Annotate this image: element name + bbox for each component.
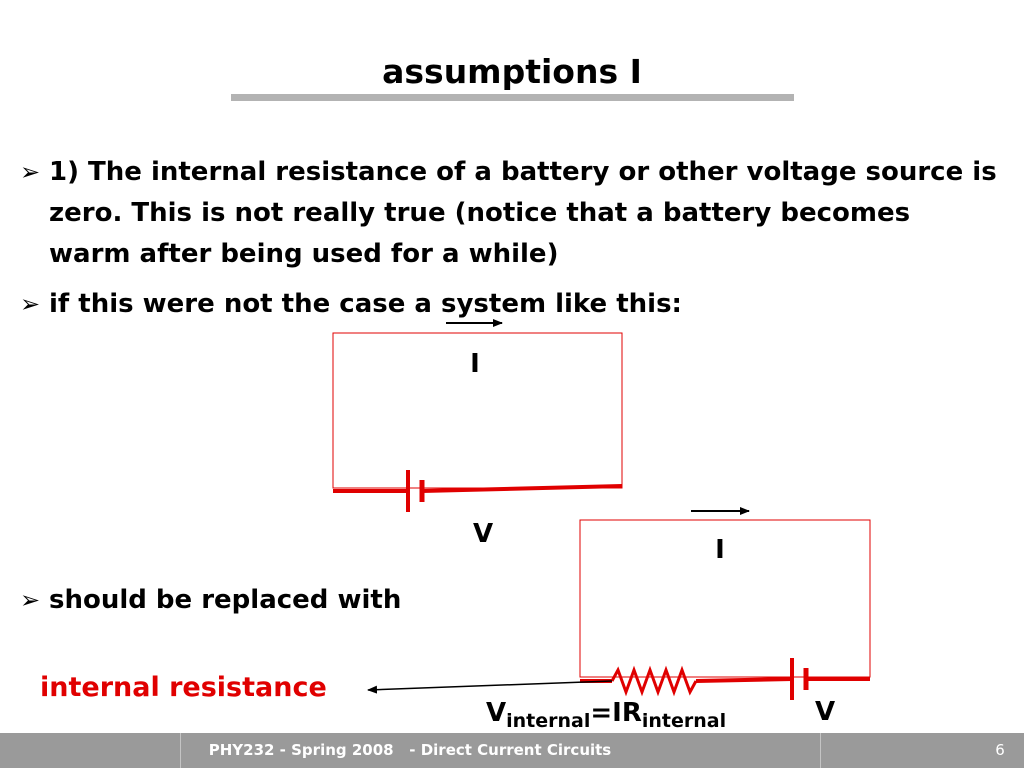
arrow-bullet-icon: ➢	[20, 290, 41, 318]
circuit1-wire-right	[421, 484, 623, 493]
circuit2-current-label: I	[715, 535, 725, 565]
circuit-ideal-battery: I V	[332, 319, 623, 549]
circuit1-current-label: I	[470, 349, 480, 379]
bullet-internal-resistance: ➢ 1) The internal resistance of a batter…	[20, 152, 1000, 282]
internal-voltage-formula: Vinternal=IRinternal	[486, 696, 726, 738]
page-number: 6	[995, 741, 1005, 759]
annotation-pointer-arrow-icon	[367, 680, 613, 694]
formula-eq: =IR	[590, 698, 642, 728]
footer-divider	[820, 733, 821, 768]
arrow-bullet-icon: ➢	[20, 586, 41, 614]
circuit2-voltage-label: V	[815, 697, 835, 727]
formula-rhs-subscript: internal	[641, 710, 727, 732]
internal-resistor-icon	[610, 665, 698, 697]
footer-course-text: PHY232 - Spring 2008 - Direct Current Ci…	[208, 741, 612, 759]
bullet-system-like-this: ➢ if this were not the case a system lik…	[20, 284, 760, 328]
formula-lhs: V	[486, 698, 507, 728]
title-underline	[231, 94, 794, 101]
circuit-real-battery: I V	[367, 507, 871, 727]
circuit1-voltage-label: V	[473, 519, 493, 549]
circuit2-wire-middle	[695, 677, 793, 683]
bullet-text: if this were not the case a system like …	[49, 289, 682, 319]
internal-resistance-annotation: internal resistance	[40, 672, 327, 703]
bullet-replaced-with: ➢ should be replaced with	[20, 580, 520, 624]
footer-divider	[180, 733, 181, 768]
formula-lhs-subscript: internal	[506, 710, 591, 732]
arrow-bullet-icon: ➢	[20, 158, 41, 186]
bullet-text: 1) The internal resistance of a battery …	[49, 157, 997, 269]
slide-title: assumptions I	[382, 52, 642, 91]
footer-bar: PHY232 - Spring 2008 - Direct Current Ci…	[0, 733, 1024, 768]
bullet-text: should be replaced with	[49, 585, 402, 615]
circuit2-loop-wire	[579, 519, 871, 678]
